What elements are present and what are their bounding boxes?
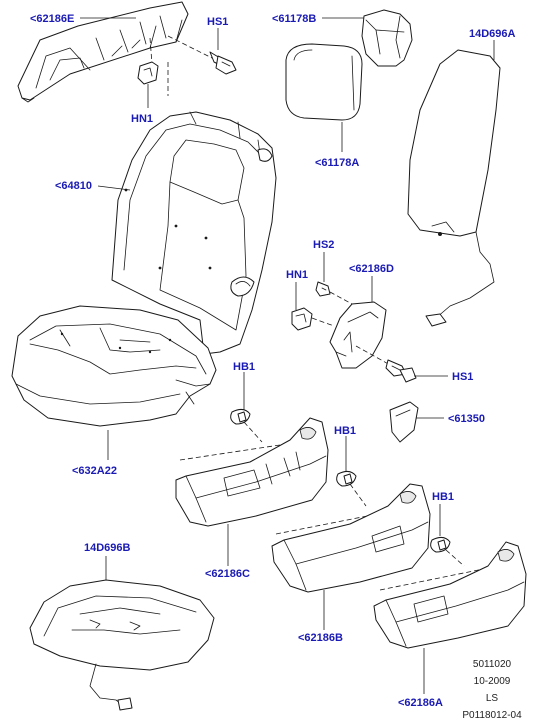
part-14D696B-heater-pad bbox=[29, 579, 215, 711]
part-62186A-valance bbox=[373, 541, 527, 649]
part-62186C-valance bbox=[175, 417, 329, 527]
screw-HS1-mid bbox=[355, 345, 417, 383]
part-64810-backrest bbox=[111, 111, 277, 355]
leader-lines bbox=[80, 17, 495, 694]
nut-HN1-top bbox=[137, 37, 169, 96]
label-62186E[interactable]: <62186E bbox=[30, 13, 74, 25]
label-64810[interactable]: <64810 bbox=[55, 180, 92, 192]
footer-line-4: P0118012-04 bbox=[462, 710, 522, 721]
label-HN1-mid[interactable]: HN1 bbox=[286, 269, 308, 281]
bolt-HB1-c bbox=[430, 536, 465, 567]
label-HB1-b[interactable]: HB1 bbox=[334, 425, 356, 437]
label-HS1-mid[interactable]: HS1 bbox=[452, 371, 473, 383]
label-HS2[interactable]: HS2 bbox=[313, 239, 334, 251]
label-61178A[interactable]: <61178A bbox=[315, 157, 359, 169]
bolt-HB1-a bbox=[230, 408, 263, 443]
part-61178B-guide bbox=[361, 9, 413, 67]
footer-line-1: 5011020 bbox=[473, 659, 512, 670]
label-62186C[interactable]: <62186C bbox=[205, 568, 250, 580]
label-HS1-top[interactable]: HS1 bbox=[207, 16, 228, 28]
part-61350-cover bbox=[389, 401, 419, 443]
screw-HS1-top bbox=[167, 35, 237, 75]
label-HB1-a[interactable]: HB1 bbox=[233, 361, 255, 373]
label-14D696B[interactable]: 14D696B bbox=[84, 542, 131, 554]
label-61350[interactable]: <61350 bbox=[448, 413, 485, 425]
screw-HS2 bbox=[315, 281, 353, 305]
label-61178B[interactable]: <61178B bbox=[272, 13, 316, 25]
label-HB1-c[interactable]: HB1 bbox=[432, 491, 454, 503]
label-14D696A[interactable]: 14D696A bbox=[469, 28, 516, 40]
part-62186B-valance bbox=[271, 483, 431, 593]
label-62186B[interactable]: <62186B bbox=[298, 632, 343, 644]
label-62186A[interactable]: <62186A bbox=[398, 697, 443, 709]
part-62186D-bracket bbox=[329, 301, 387, 369]
part-labels: <62186E HS1 HN1 <61178B 14D696A <61178A … bbox=[30, 13, 516, 709]
part-14D696A-heater-pad bbox=[407, 49, 501, 327]
part-61178A-headrest bbox=[285, 43, 363, 121]
bolt-HB1-b bbox=[336, 470, 367, 507]
footer-line-3: LS bbox=[486, 693, 499, 704]
nut-HN1-mid bbox=[291, 307, 335, 331]
label-62186D[interactable]: <62186D bbox=[349, 263, 394, 275]
label-632A22[interactable]: <632A22 bbox=[72, 465, 117, 477]
part-632A22-cushion bbox=[11, 305, 217, 427]
label-HN1-top[interactable]: HN1 bbox=[131, 113, 153, 125]
footer-reference: 5011020 10-2009 LS P0118012-04 bbox=[462, 659, 522, 721]
footer-line-2: 10-2009 bbox=[474, 676, 511, 687]
part-62186E-trim-panel bbox=[17, 1, 189, 103]
